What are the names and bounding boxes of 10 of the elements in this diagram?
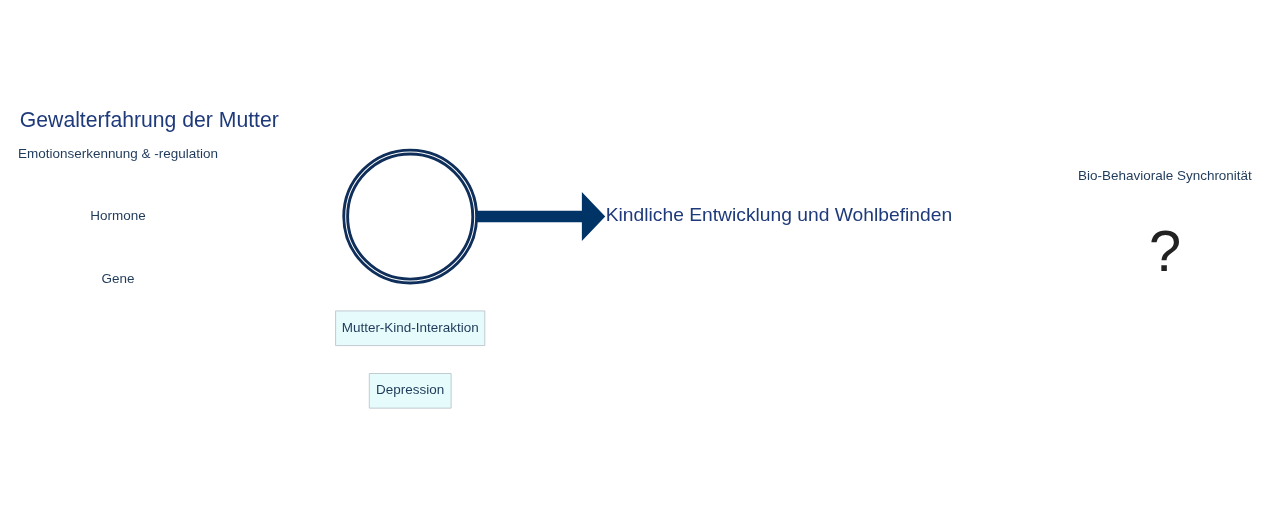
label: Bio-Behaviorale Synchronität [1078, 167, 1252, 183]
node-text: Kindliche Entwicklung und Wohlbefinden [605, 203, 953, 225]
diagram-title: Gewalterfahrung der Mutter [19, 107, 279, 131]
arrow [476, 191, 606, 241]
label: Gene [101, 270, 135, 286]
node-box: Depression [368, 372, 452, 409]
label: ? [1148, 218, 1182, 283]
label: Emotionserkennung & -regulation [18, 145, 218, 161]
node-box: Mutter-Kind-Interaktion [335, 309, 486, 346]
label: Hormone [90, 207, 146, 223]
